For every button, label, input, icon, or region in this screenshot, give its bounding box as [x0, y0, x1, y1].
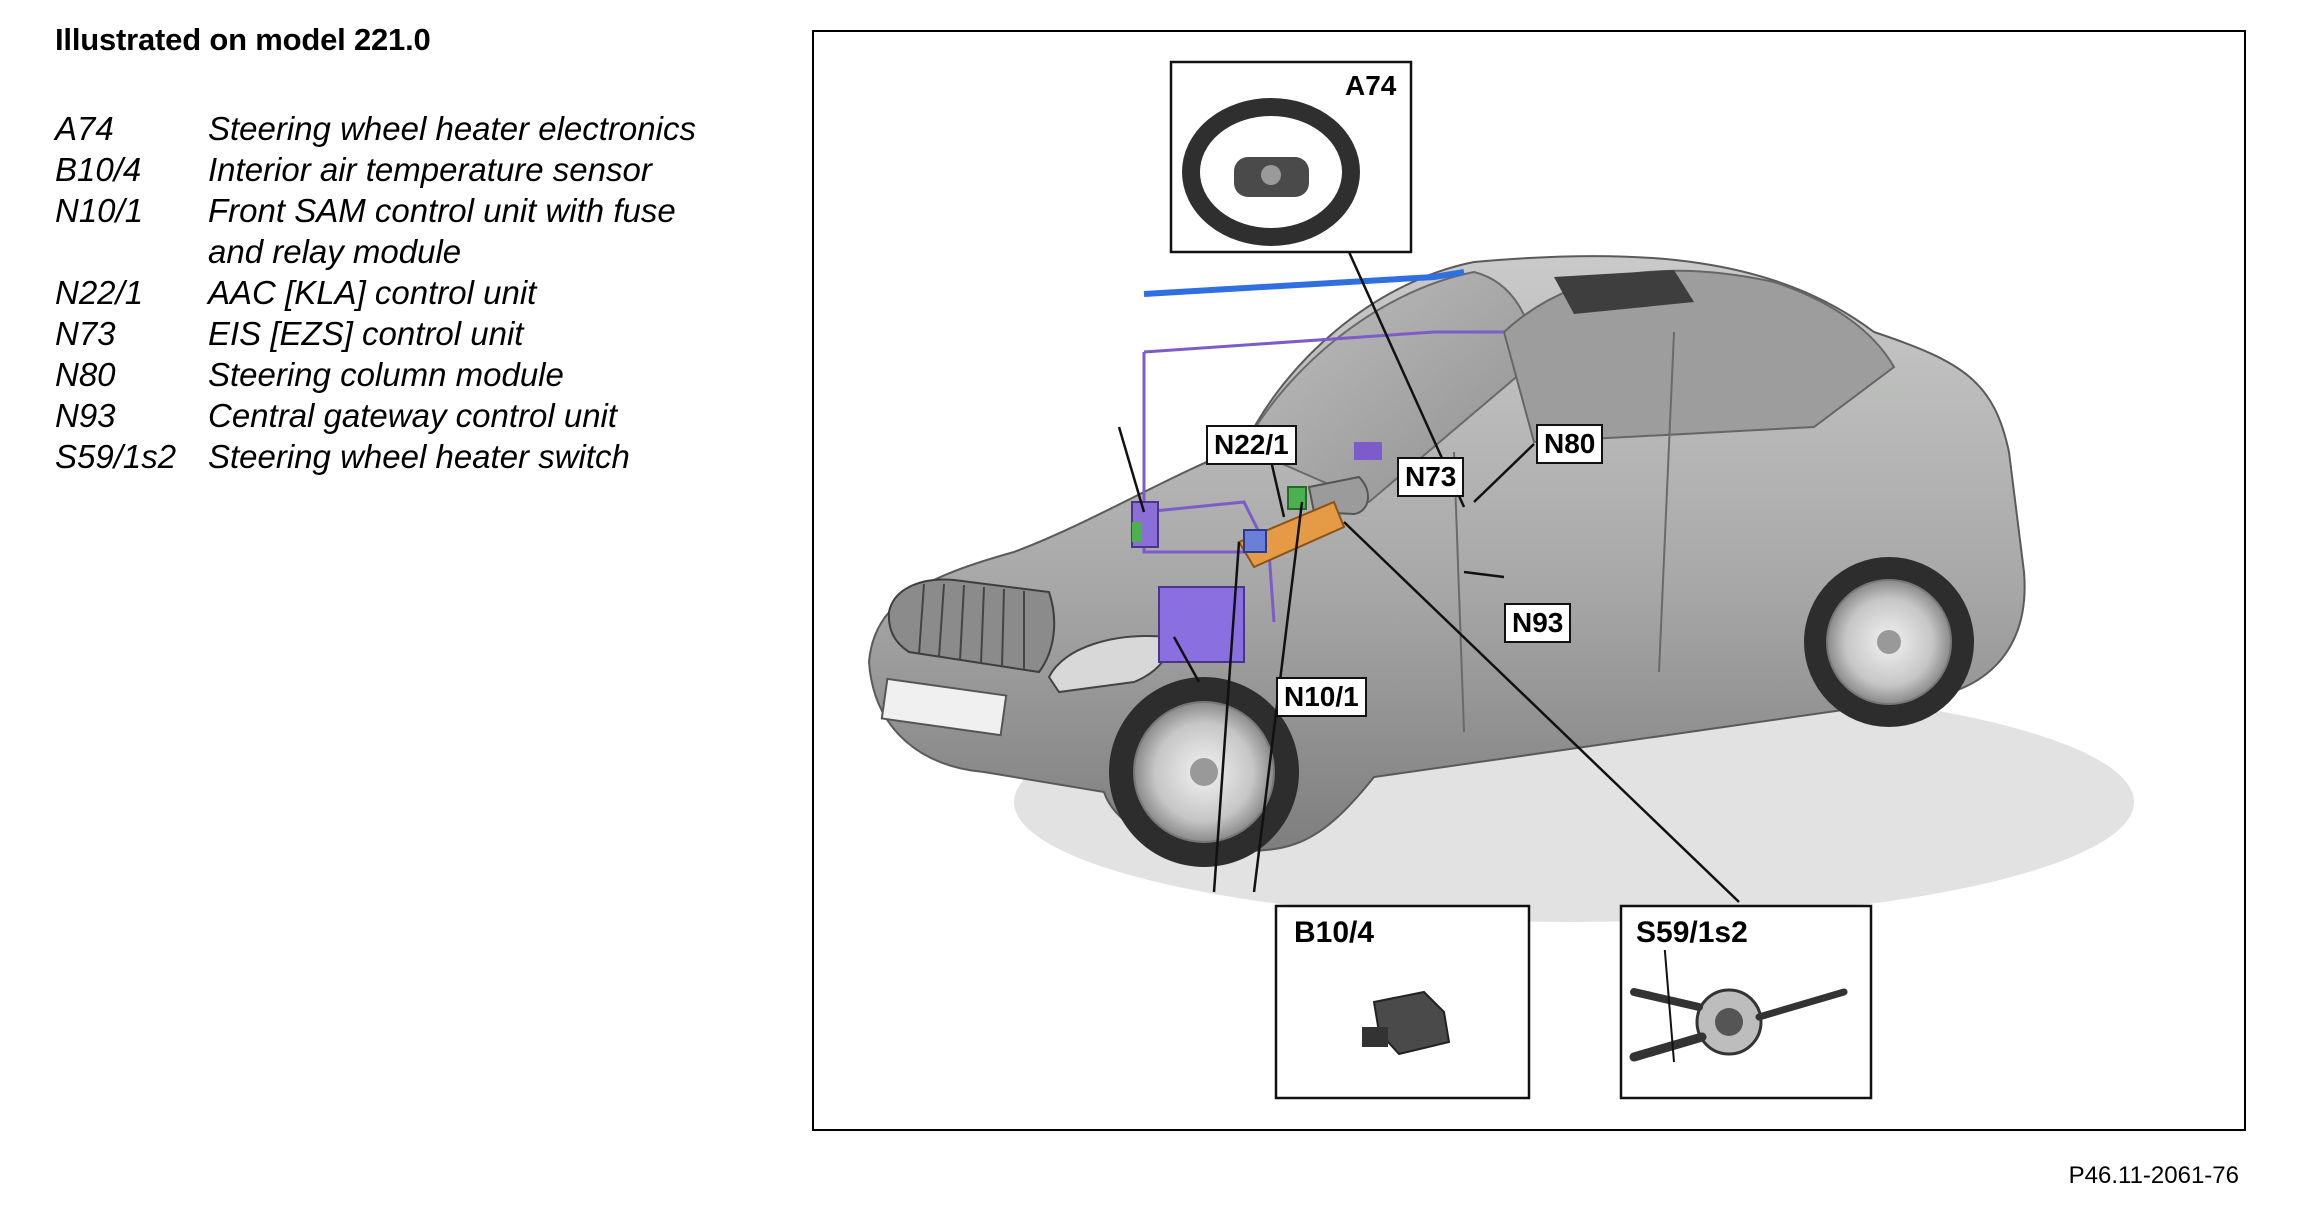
b10-4-inset — [1274, 904, 1531, 1100]
legend-description-line: EIS [EZS] control unit — [208, 315, 524, 352]
s59-leader — [1663, 939, 1675, 1063]
callout-a74: A74 — [1339, 68, 1403, 104]
switch-stalk-right — [1755, 988, 1848, 1021]
callout-n73: N73 — [1397, 457, 1465, 497]
grille-slats — [918, 583, 1025, 669]
legend-description-line: Steering column module — [208, 356, 564, 393]
legend-code: S59/1s2 — [55, 438, 177, 475]
legend-code: N73 — [55, 315, 116, 352]
green-module — [1287, 486, 1307, 510]
legend-description-line: Interior air temperature sensor — [208, 151, 652, 188]
page-title: Illustrated on model 221.0 — [55, 22, 431, 57]
detail-label-b10-4: B10/4 — [1294, 916, 1375, 950]
callout-n80: N80 — [1536, 424, 1604, 464]
front-wheel — [1109, 677, 1299, 867]
legend-row-b10-4: B10/4 Interior air temperature sensor — [55, 149, 755, 190]
legend-row-n10-1: N10/1 Front SAM control unit with fuse an… — [55, 190, 755, 272]
switch-stalk-left-lower — [1629, 1032, 1707, 1062]
blue-duct — [1143, 269, 1465, 297]
legend-description-line: Steering wheel heater electronics — [208, 110, 696, 147]
legend-row-n93: N93 Central gateway control unit — [55, 395, 755, 436]
legend-description: Interior air temperature sensor — [208, 149, 755, 190]
legend-code: B10/4 — [55, 151, 142, 188]
sunroof — [1554, 270, 1694, 314]
temperature-sensor-tab — [1362, 1027, 1388, 1047]
legend-description-line: Steering wheel heater switch — [208, 438, 630, 475]
legend-code: N10/1 — [55, 192, 144, 229]
legend-row-n22-1: N22/1 AAC [KLA] control unit — [55, 272, 755, 313]
legend-description: Central gateway control unit — [208, 395, 755, 436]
front-grille — [887, 578, 1056, 674]
detail-label-s59-1s2: S59/1s2 — [1636, 916, 1748, 950]
legend-description: EIS [EZS] control unit — [208, 313, 755, 354]
legend-row-a74: A74 Steering wheel heater electronics — [55, 108, 755, 149]
legend-description-line: Central gateway control unit — [208, 397, 618, 434]
green-module — [1132, 522, 1142, 542]
legend-code: A74 — [55, 110, 114, 147]
reference-code: P46.11-2061-76 — [2068, 1162, 2239, 1189]
legend-code: N93 — [55, 397, 116, 434]
steering-wheel-logo — [1261, 165, 1281, 185]
door-line — [1453, 451, 1465, 733]
legend-row-n73: N73 EIS [EZS] control unit — [55, 313, 755, 354]
legend-row-s59-1s2: S59/1s2 Steering wheel heater switch — [55, 436, 755, 477]
callout-n10-1: N10/1 — [1276, 677, 1367, 717]
legend-description-line: AAC [KLA] control unit — [208, 274, 537, 311]
legend-description: AAC [KLA] control unit — [208, 272, 755, 313]
callout-n93: N93 — [1504, 603, 1572, 643]
steering-wheel-rim — [1182, 98, 1360, 246]
legend-description: Front SAM control unit with fuse and rela… — [208, 190, 755, 272]
door-line — [1658, 331, 1675, 673]
purple-bracket — [1354, 442, 1382, 460]
n73-unit — [1243, 529, 1267, 553]
wiring-harness — [1142, 330, 1504, 623]
callout-n22-1: N22/1 — [1206, 425, 1297, 465]
legend-description-line: Front SAM control unit with fuse — [208, 192, 676, 229]
n10-1-unit — [1158, 586, 1245, 663]
legend-row-n80: N80 Steering column module — [55, 354, 755, 395]
switch-stalk-left-upper — [1630, 988, 1703, 1011]
legend-description: Steering column module — [208, 354, 755, 395]
component-legend: A74 Steering wheel heater electronics B1… — [55, 108, 755, 477]
side-mirror — [1307, 475, 1369, 516]
legend-description: Steering wheel heater switch — [208, 436, 755, 477]
legend-description: Steering wheel heater electronics — [208, 108, 755, 149]
legend-code: N22/1 — [55, 274, 144, 311]
rear-wheel — [1804, 557, 1974, 727]
vehicle-illustration — [867, 60, 2134, 1100]
legend-code: N80 — [55, 356, 116, 393]
legend-description-line: and relay module — [208, 233, 462, 270]
license-plate — [880, 677, 1008, 737]
vehicle-figure: A74 N22/1 N80 N73 N93 N10/1 B10/4 S59/1s… — [812, 30, 2246, 1131]
column-switch-hub-inner — [1715, 1008, 1743, 1036]
